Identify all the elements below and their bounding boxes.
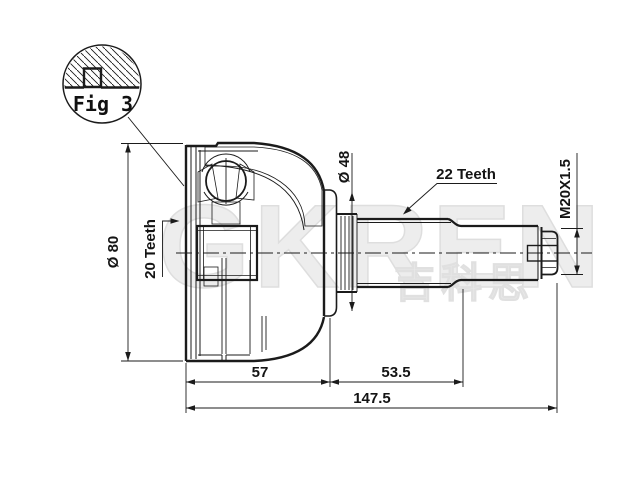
spline-bore-lines bbox=[197, 226, 257, 280]
dim-535-arrow-left bbox=[330, 379, 339, 385]
cap-chamfer-lines bbox=[541, 238, 556, 268]
dim-1475-arrow-left bbox=[186, 405, 195, 411]
dim-1475-label: 147.5 bbox=[353, 390, 391, 407]
spline-shaft-outline bbox=[357, 217, 462, 289]
shaft bbox=[337, 213, 559, 293]
detail-section bbox=[64, 46, 140, 89]
bell-housing bbox=[184, 141, 338, 363]
dim-thread-label: M20X1.5 bbox=[557, 159, 574, 219]
snap-ring-groove bbox=[203, 266, 219, 287]
callout-22teeth-label: 22 Teeth bbox=[436, 166, 496, 183]
callout-20teeth-label: 20 Teeth bbox=[142, 219, 159, 279]
dim-535-arrow-right bbox=[454, 379, 463, 385]
inner-race-hatch-left bbox=[197, 163, 219, 203]
dim-extension-lines bbox=[185, 283, 558, 413]
boot-groove-edges bbox=[337, 213, 357, 293]
cage-arc-bottom bbox=[203, 191, 249, 206]
stake-slot bbox=[526, 244, 559, 262]
bell-wall-hatch bbox=[204, 146, 323, 227]
dim-57-label: 57 bbox=[252, 364, 269, 381]
cage-arc-top bbox=[201, 153, 251, 173]
detail-tooth-profile bbox=[82, 67, 103, 89]
dim-thread-lines bbox=[561, 153, 583, 275]
callout-20teeth-arrow bbox=[170, 218, 180, 224]
detail-label: Fig 3 bbox=[73, 92, 133, 116]
bell-mouth-edges bbox=[221, 258, 267, 354]
dim-thread-arrow-bottom bbox=[574, 265, 580, 275]
callout-22teeth-leader bbox=[404, 183, 497, 213]
dim-535-label: 53.5 bbox=[381, 364, 410, 381]
dim-1475-arrow-right bbox=[548, 405, 557, 411]
dim-dia48-label: Ø 48 bbox=[336, 151, 353, 184]
boot-groove-rings bbox=[340, 214, 358, 292]
dim-thread-arrow-top bbox=[574, 228, 580, 238]
stub-end-cap bbox=[540, 230, 559, 276]
detail-balloon: Fig 3 bbox=[62, 44, 185, 187]
dim-57-arrow-left bbox=[186, 379, 195, 385]
detail-leader-line bbox=[127, 116, 185, 187]
joint-internals bbox=[195, 153, 259, 287]
dim-dia48-arrow-top bbox=[349, 192, 355, 201]
dim-dia80-arrow-bottom bbox=[125, 352, 131, 361]
bell-outline bbox=[184, 141, 326, 363]
boot-flange bbox=[324, 189, 338, 317]
dim-dia80-arrow-top bbox=[125, 143, 131, 153]
detail-circle bbox=[62, 44, 142, 124]
thread-stub-outline bbox=[461, 224, 538, 282]
dim-dia48-arrow-bottom bbox=[349, 302, 355, 311]
dim-dia80-lines bbox=[121, 143, 183, 362]
bell-rim-lines bbox=[198, 150, 305, 361]
inner-race-hatch-bottom bbox=[211, 201, 241, 225]
spline-shaft-minor-lines bbox=[357, 222, 451, 284]
watermark-cjk-text: 吉科思 bbox=[394, 259, 535, 307]
dimensions: Ø 80 20 Teeth Ø 48 22 Teeth M20X1.5 57 5… bbox=[105, 143, 583, 413]
dim-dia80-label: Ø 80 bbox=[105, 236, 122, 269]
dim-57-arrow-right bbox=[321, 379, 330, 385]
callout-22teeth-arrow bbox=[403, 206, 412, 215]
spline-bore bbox=[195, 224, 259, 282]
